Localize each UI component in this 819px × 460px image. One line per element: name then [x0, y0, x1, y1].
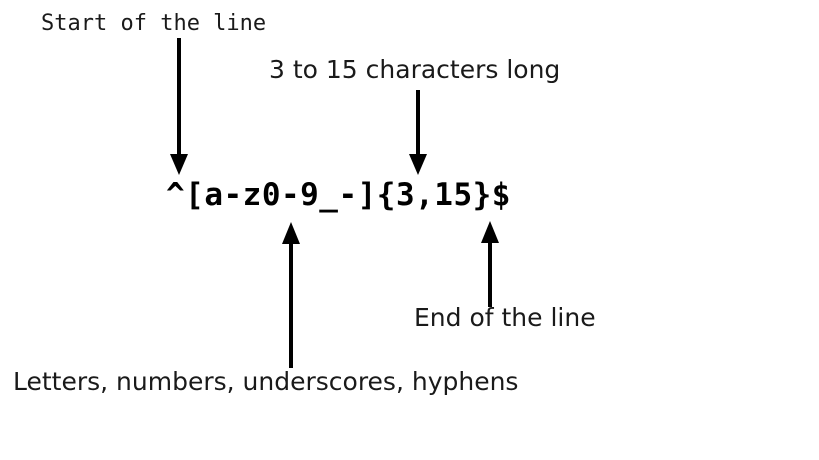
annotation-label-character-class: Letters, numbers, underscores, hyphens — [13, 367, 519, 396]
arrow-down-icon-length-quantifier — [409, 90, 427, 175]
arrow-down-icon-start-of-line — [170, 38, 188, 175]
annotation-label-end-of-line: End of the line — [414, 303, 596, 332]
regex-pattern-text: ^[a-z0-9_-]{3,15}$ — [166, 177, 511, 213]
annotation-label-start-of-line: Start of the line — [41, 11, 267, 36]
clipped-text-fragment: : — [0, 369, 2, 394]
annotation-label-length-quantifier: 3 to 15 characters long — [269, 55, 561, 84]
arrow-up-icon-character-class — [282, 222, 300, 368]
arrow-up-icon-end-of-line — [481, 221, 499, 307]
